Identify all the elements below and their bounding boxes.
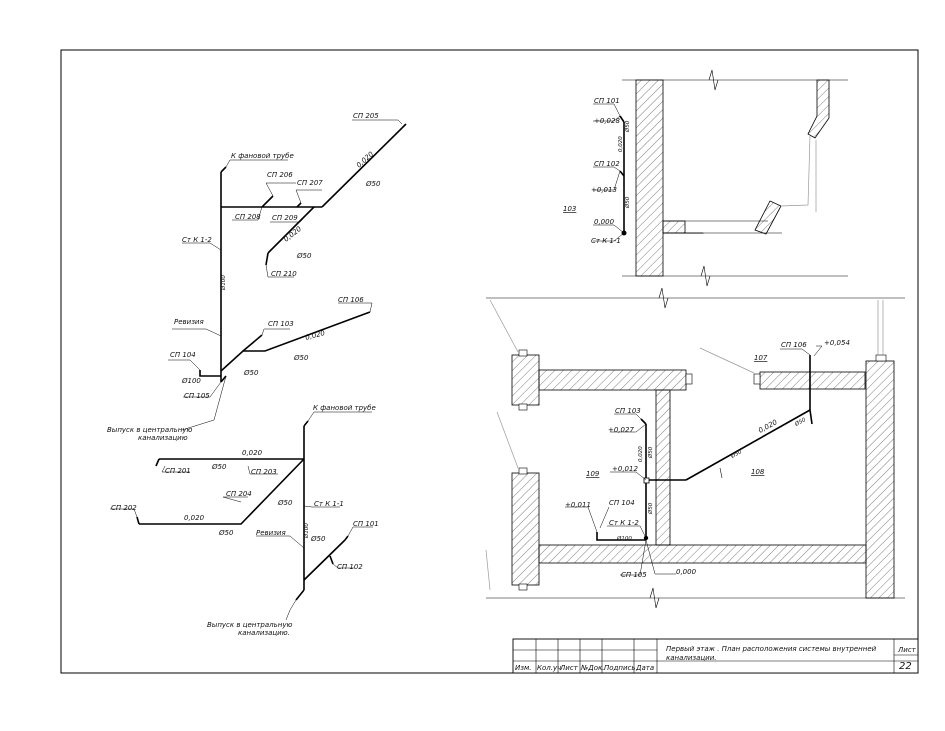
tb-col-list: Лист — [559, 664, 579, 672]
label-outlet-bottom: Выпуск в центральную — [207, 621, 292, 629]
tb-col-ndok: №Док. — [580, 664, 605, 672]
label-pb-zero: 0,000 — [676, 568, 697, 576]
label-revision-top: Ревизия — [174, 318, 204, 326]
label-d50-104: Ø50 — [243, 369, 259, 377]
label-slope-201: 0,020 — [242, 449, 263, 457]
label-d50-top: Ø50 — [365, 180, 381, 188]
label-sp206: СП 206 — [267, 171, 293, 179]
label-pb-d100: Ø100 — [616, 535, 632, 542]
label-d100-riser: Ø100 — [220, 275, 227, 291]
label-sp104-iso: СП 104 — [170, 351, 196, 359]
label-plan-elev1: +0,028 — [594, 117, 620, 125]
isometric-bottom: К фановой трубе 0,020 СП 201 Ø50 СП 203 … — [110, 404, 379, 637]
label-sp102-iso: СП 102 — [337, 563, 363, 571]
tb-title-line2: канализации. — [666, 654, 717, 662]
label-d100-top: Ø100 — [181, 377, 201, 385]
label-pb-d50-v: Ø50 — [647, 446, 654, 459]
label-outlet-top: Выпуск в центральную — [107, 426, 192, 434]
plan-top: СП 101 +0,028 Ø50 0,020 СП 102 +0,013 Ø5… — [563, 69, 848, 287]
tb-col-data: Дата — [635, 664, 654, 672]
label-pb-elev103: +0,027 — [608, 426, 634, 434]
label-st-k12: Ст К 1-2 — [182, 236, 212, 244]
label-pb-sp105: СП 105 — [621, 571, 647, 579]
tb-col-podpis: Подпись — [604, 664, 636, 672]
label-k-fan-top: К фановой трубе — [231, 152, 294, 160]
label-d50-204: Ø50 — [277, 499, 293, 507]
sheet-frame — [60, 49, 919, 674]
label-pb-d50-104: Ø50 — [647, 502, 654, 515]
label-outlet2-bottom: канализацию. — [238, 629, 290, 637]
label-sp209: СП 209 — [272, 214, 298, 222]
label-sp103-iso: СП 103 — [268, 320, 294, 328]
label-room-107: 107 — [754, 354, 768, 362]
label-outlet2-top: канализацию — [138, 434, 188, 442]
label-sp203: СП 203 — [251, 468, 277, 476]
label-revision-bottom: Ревизия — [256, 529, 286, 537]
label-d50-202: Ø50 — [218, 529, 234, 537]
label-sp205: СП 205 — [353, 112, 379, 120]
tb-col-koluch: Кол.уч — [537, 664, 561, 672]
label-sp101-iso: СП 101 — [353, 520, 379, 528]
label-d50-201: Ø50 — [211, 463, 227, 471]
label-d50-106: Ø50 — [293, 354, 309, 362]
label-plan-d50a: Ø50 — [624, 120, 631, 133]
label-pb-sp103: СП 103 — [615, 407, 641, 415]
tb-title-line1: Первый этаж . План расположения системы … — [666, 645, 877, 653]
tb-sheet-label: Лист — [897, 646, 917, 654]
label-plan-elev2: +0,013 — [591, 186, 617, 194]
label-pb-slope-v: 0,020 — [638, 446, 644, 462]
label-pb-elev012: +0,012 — [612, 465, 638, 473]
label-pb-elev106: +0,054 — [824, 339, 850, 347]
label-pb-d50-d: Ø50 — [729, 448, 744, 460]
label-slope-106: 0,020 — [304, 329, 326, 342]
label-d50-mid: Ø50 — [296, 252, 312, 260]
label-slope-top: 0,020 — [355, 150, 376, 170]
label-d50-101: Ø50 — [310, 535, 326, 543]
label-sp105-iso: СП 105 — [184, 392, 210, 400]
label-pb-sp104: СП 104 — [609, 499, 635, 507]
tb-col-izm: Изм. — [515, 664, 531, 672]
label-sp204: СП 204 — [226, 490, 252, 498]
label-plan-sp101: СП 101 — [594, 97, 620, 105]
label-pb-sp106: СП 106 — [781, 341, 807, 349]
label-sp106-iso: СП 106 — [338, 296, 364, 304]
plan-bottom: СП 106 +0,054 107 СП 103 +0,027 0,020 Ø5… — [485, 287, 905, 609]
label-sp202: СП 202 — [111, 504, 137, 512]
tb-sheet-number: 22 — [899, 661, 912, 672]
label-room-109: 109 — [586, 470, 600, 478]
label-plan-st: Ст К 1-1 — [591, 237, 621, 245]
label-slope-202: 0,020 — [184, 514, 205, 522]
title-block: Изм. Кол.уч Лист №Док. Подпись Дата Перв… — [512, 638, 919, 674]
label-pb-elev011: +0,011 — [565, 501, 591, 509]
label-room-108: 108 — [751, 468, 765, 476]
label-sp208: СП 208 — [235, 213, 261, 221]
label-sp207: СП 207 — [297, 179, 323, 187]
label-plan-slope: 0,020 — [618, 136, 624, 152]
label-st-k11-iso: Ст К 1-1 — [314, 500, 344, 508]
isometric-top: К фановой трубе СП 205 0,020 Ø50 СП 206 … — [107, 112, 407, 442]
label-plan-d50b: Ø50 — [624, 196, 631, 209]
label-sp210: СП 210 — [271, 270, 297, 278]
label-plan-sp102: СП 102 — [594, 160, 620, 168]
label-room-103: 103 — [563, 205, 576, 213]
label-sp201: СП 201 — [165, 467, 191, 475]
label-plan-zero: 0,000 — [594, 218, 615, 226]
label-d100-bottom: Ø100 — [303, 523, 310, 539]
label-k-fan-bottom: К фановой трубе — [313, 404, 376, 412]
label-pb-st: Ст К 1-2 — [609, 519, 639, 527]
label-pb-slope-d: 0,020 — [757, 418, 779, 435]
